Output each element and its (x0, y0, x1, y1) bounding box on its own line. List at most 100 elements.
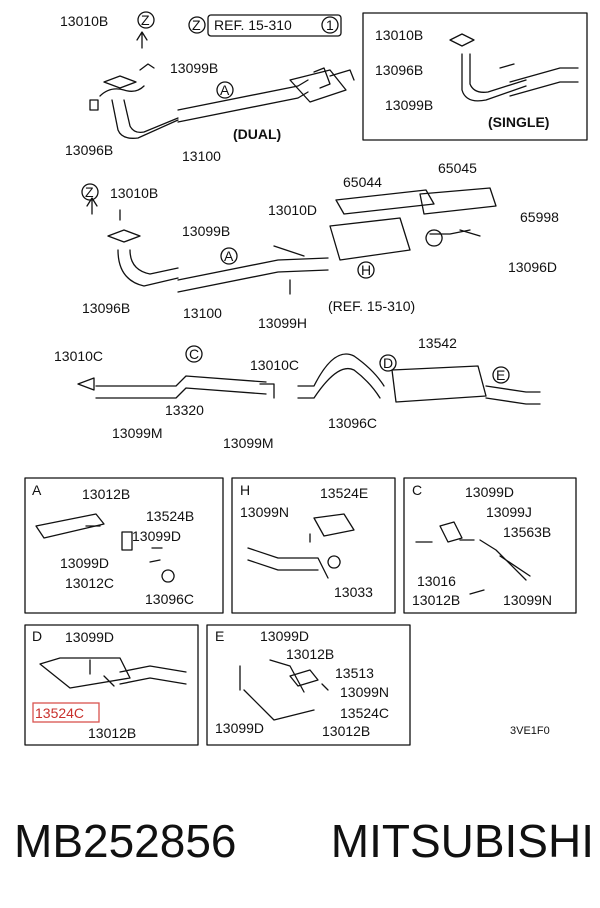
detail-box-d (24, 624, 199, 746)
label-13099h: 13099H (258, 315, 307, 331)
label-box-a-tag: A (32, 482, 42, 498)
label-circle-c: C (189, 346, 199, 362)
label-e-13012b-a: 13012B (286, 646, 334, 662)
up-arrow-icon-mid (86, 197, 98, 215)
detail-e-drawing (239, 659, 329, 721)
label-dual: (DUAL) (233, 126, 281, 142)
label-e-13513: 13513 (335, 665, 374, 681)
label-c-13099n: 13099N (503, 592, 552, 608)
label-13010b-b: 13010B (110, 185, 158, 201)
label-ref-top: REF. 15-310 (214, 17, 292, 33)
label-a-13012b: 13012B (82, 486, 130, 502)
label-box-c-tag: C (412, 482, 422, 498)
label-65045: 65045 (438, 160, 477, 176)
detail-d-drawing (39, 657, 187, 689)
label-circle-d: D (383, 355, 393, 371)
label-13010c-b: 13010C (250, 357, 299, 373)
label-e-13099n: 13099N (340, 684, 389, 700)
ref-badge-z-top (188, 16, 206, 34)
circle-d-low (379, 354, 397, 372)
label-d-13524c: 13524C (35, 705, 84, 721)
up-arrow-icon (136, 31, 148, 49)
single-inset-frame (362, 12, 588, 141)
label-13100-a: 13100 (182, 148, 221, 164)
ref-box-top (207, 14, 342, 37)
detail-a-drawing (35, 513, 175, 583)
label-circle-e: E (496, 367, 505, 383)
label-d-13012b: 13012B (88, 725, 136, 741)
label-13096c: 13096C (328, 415, 377, 431)
label-13099m-b: 13099M (223, 435, 274, 451)
label-e-13524c: 13524C (340, 705, 389, 721)
circle-c-low (185, 345, 203, 363)
brand-name: MITSUBISHI (330, 815, 594, 867)
label-a-13096c: 13096C (145, 591, 194, 607)
label-h-13033: 13033 (334, 584, 373, 600)
diagram-code: 3VE1F0 (510, 725, 550, 737)
label-c-13099d: 13099D (465, 484, 514, 500)
label-ref-mid: (REF. 15-310) (328, 298, 415, 314)
label-h-13524e: 13524E (320, 485, 368, 501)
label-z-mid: Z (85, 184, 94, 200)
detail-box-e (206, 624, 411, 746)
label-13099m-a: 13099M (112, 425, 163, 441)
label-box-e-tag: E (215, 628, 224, 644)
caption-bar: MB252856 MITSUBISHI (14, 806, 594, 876)
label-13010c-a: 13010C (54, 348, 103, 364)
label-single: (SINGLE) (488, 114, 549, 130)
circle-z-top-left (137, 11, 155, 29)
label-13096b-b: 13096B (82, 300, 130, 316)
label-13099b-a: 13099B (170, 60, 218, 76)
label-c-13012b: 13012B (412, 592, 460, 608)
label-z-top: Z (141, 12, 150, 28)
label-single-13099b: 13099B (385, 97, 433, 113)
detail-box-h (231, 477, 396, 614)
label-c-13099j: 13099J (486, 504, 532, 520)
label-13096d: 13096D (508, 259, 557, 275)
label-single-13010b: 13010B (375, 27, 423, 43)
label-13096b-a: 13096B (65, 142, 113, 158)
ref-badge-1 (321, 16, 339, 34)
label-box-d-tag: D (32, 628, 42, 644)
detail-box-c (403, 477, 577, 614)
label-circle-a-top: A (220, 82, 230, 98)
circle-a-mid (220, 247, 238, 265)
circle-z-mid (81, 183, 99, 201)
label-circle-h: H (361, 262, 371, 278)
label-65998: 65998 (520, 209, 559, 225)
mid-pipe-drawing (107, 187, 497, 295)
label-z-ref-top: Z (192, 17, 201, 33)
label-a-13099d-b: 13099D (60, 555, 109, 571)
label-65044: 65044 (343, 174, 382, 190)
label-e-13099d-b: 13099D (215, 720, 264, 736)
detail-c-drawing (415, 521, 531, 595)
label-circle-a-mid: A (224, 248, 234, 264)
part-number: MB252856 (14, 815, 237, 867)
label-13010d: 13010D (268, 202, 317, 218)
label-13542: 13542 (418, 335, 457, 351)
label-h-13099n: 13099N (240, 504, 289, 520)
label-a-13524b: 13524B (146, 508, 194, 524)
circle-e-low (492, 366, 510, 384)
label-a-13099d-a: 13099D (132, 528, 181, 544)
label-a-13012c: 13012C (65, 575, 114, 591)
single-pipe-drawing (449, 33, 579, 102)
label-single-13096b: 13096B (375, 62, 423, 78)
label-13100-b: 13100 (183, 305, 222, 321)
label-13010b-a: 13010B (60, 13, 108, 29)
circle-h-mid (357, 261, 375, 279)
label-c-13563b: 13563B (503, 524, 551, 540)
label-circle-1: 1 (326, 17, 334, 33)
label-box-h-tag: H (240, 482, 250, 498)
highlighted-part-frame (32, 702, 100, 723)
label-13320: 13320 (165, 402, 204, 418)
rear-pipe-drawing (77, 353, 541, 405)
label-d-13099d: 13099D (65, 629, 114, 645)
circle-a-top (216, 81, 234, 99)
label-e-13012b-b: 13012B (322, 723, 370, 739)
detail-box-a (24, 477, 224, 614)
label-e-13099d-a: 13099D (260, 628, 309, 644)
label-13099b-b: 13099B (182, 223, 230, 239)
label-c-13016: 13016 (417, 573, 456, 589)
